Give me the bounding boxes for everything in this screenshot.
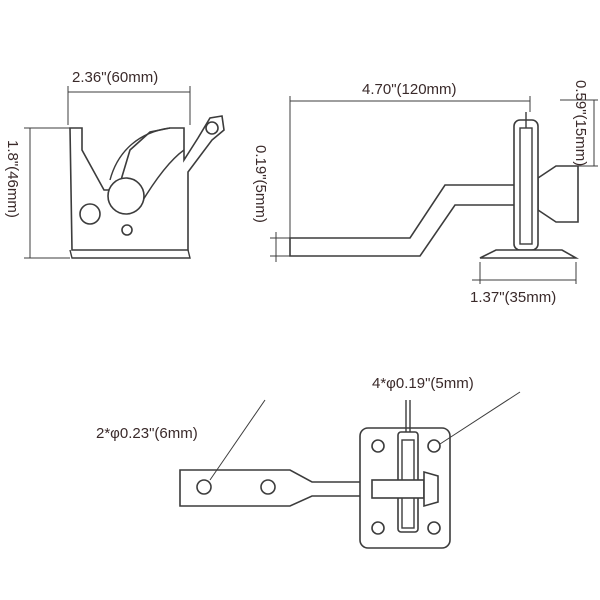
- bolt-knob: [537, 165, 579, 223]
- bolt-bar: [289, 184, 521, 257]
- bolt-shaft: [371, 479, 425, 499]
- base-plate: [479, 249, 580, 259]
- bolt-top-view: 2*φ0.23"(6mm) 4*φ0.19"(5mm): [96, 375, 521, 549]
- tiny-hole: [121, 224, 133, 236]
- mount-hole-3: [371, 521, 385, 535]
- dim-label-height: 1.8"(46mm): [4, 140, 21, 218]
- label-large-holes: 2*φ0.23"(6mm): [96, 425, 198, 442]
- latch-front-view: 2.36"(60mm) 1.8"(46mm): [4, 69, 225, 259]
- label-small-holes: 4*φ0.19"(5mm): [372, 375, 474, 392]
- dim-label-width: 2.36"(60mm): [72, 69, 158, 86]
- dim-label-thickness: 0.19"(5mm): [252, 145, 269, 223]
- handle-hole-2: [260, 479, 276, 495]
- bolt-side-view: 4.70"(120mm) 0.19"(5mm) 0.59"(15mm) 1.37…: [252, 80, 598, 306]
- keeper: [513, 119, 539, 251]
- ear-hole: [205, 121, 219, 135]
- dim-label-height-15: 0.59"(15mm): [572, 80, 589, 166]
- mount-hole-2: [427, 439, 441, 453]
- handle-hole-1: [196, 479, 212, 495]
- mount-hole-1: [371, 439, 385, 453]
- dim-label-base: 1.37"(35mm): [470, 289, 556, 306]
- dim-label-length: 4.70"(120mm): [362, 81, 457, 98]
- top-knob: [423, 470, 439, 508]
- callout-small-hole: [439, 391, 521, 445]
- small-hole: [79, 203, 101, 225]
- mount-hole-4: [427, 521, 441, 535]
- large-hole: [107, 177, 145, 215]
- latch-body: [69, 115, 225, 251]
- callout-large-hole: [209, 399, 266, 481]
